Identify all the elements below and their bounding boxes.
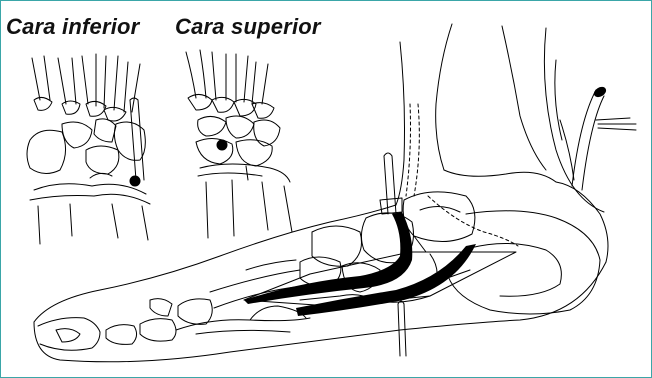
- catheter-tube: [572, 90, 636, 190]
- label-cara-inferior: Cara inferior: [6, 14, 139, 40]
- wrist-inferior-drawing: [27, 54, 150, 244]
- wrist-superior-drawing: [186, 50, 292, 238]
- upper-needle: [380, 153, 402, 214]
- needle-insertion-point-superior: [217, 140, 227, 150]
- ligament-bands: [244, 212, 476, 316]
- lower-needle: [398, 301, 406, 356]
- catheter-tip: [593, 86, 607, 99]
- label-cara-superior: Cara superior: [175, 14, 321, 40]
- needle-insertion-point-inferior: [130, 176, 140, 186]
